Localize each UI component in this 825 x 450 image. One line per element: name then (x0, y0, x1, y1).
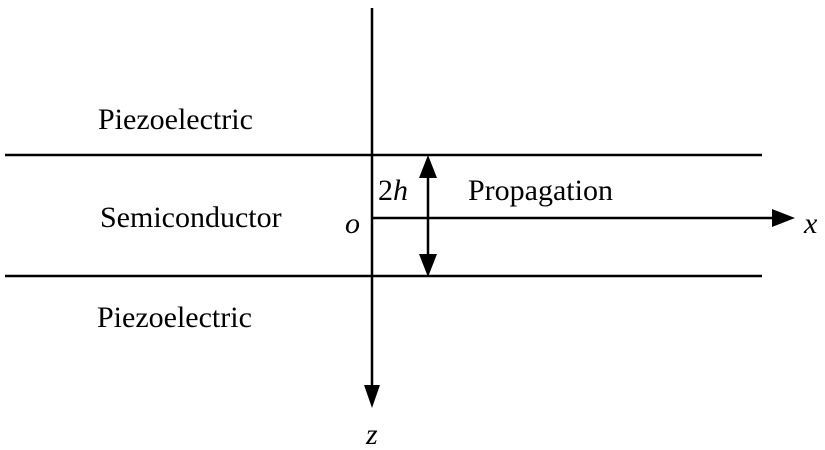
propagation-label: Propagation (468, 174, 613, 207)
z-axis-arrowhead (364, 385, 380, 408)
thickness-label: 2h (378, 174, 408, 207)
z-axis-label: z (365, 418, 378, 450)
top-layer-label: Piezoelectric (98, 103, 253, 136)
x-axis-label: x (803, 207, 818, 240)
middle-layer-label: Semiconductor (100, 201, 282, 234)
bottom-layer-label: Piezoelectric (97, 301, 252, 334)
origin-label: o (345, 207, 360, 240)
thickness-label-variable: h (393, 174, 408, 207)
x-axis-arrowhead (772, 209, 795, 227)
thickness-label-coefficient: 2 (378, 174, 393, 207)
thickness-arrowhead-up (419, 155, 437, 178)
thickness-arrowhead-down (419, 254, 437, 277)
